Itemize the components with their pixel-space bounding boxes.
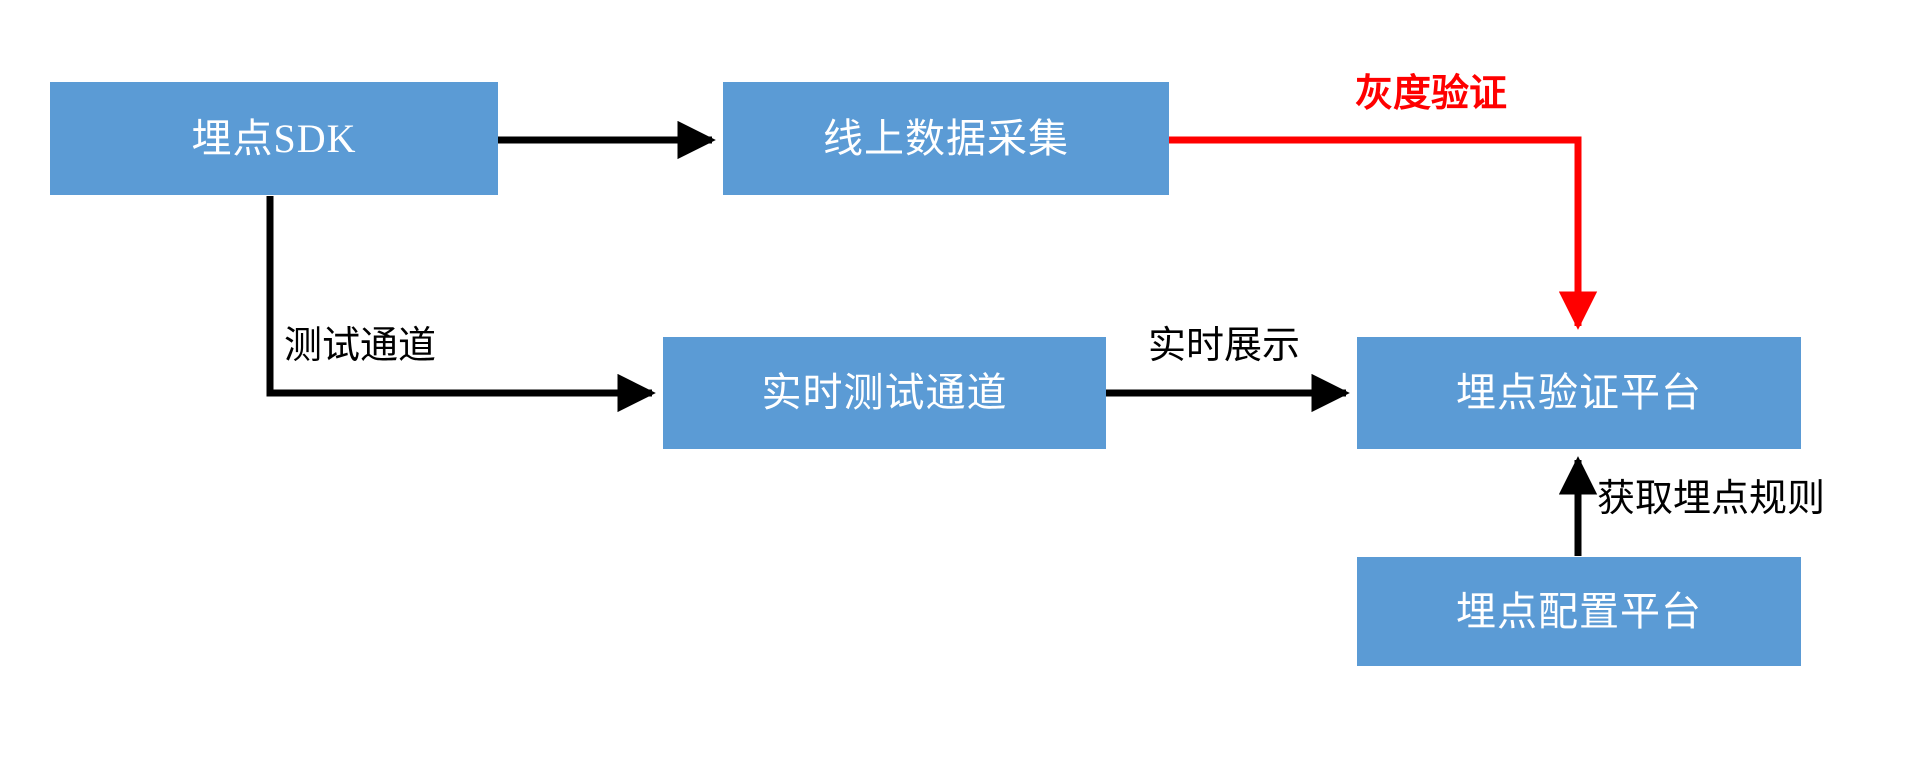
node-config-platform-label: 埋点配置平台 [1456, 588, 1702, 634]
node-online-collect-label: 线上数据采集 [823, 115, 1069, 161]
node-sdk[interactable]: 埋点SDK [50, 82, 498, 195]
edge-label-fetch-rules: 获取埋点规则 [1597, 478, 1826, 520]
node-verify-platform[interactable]: 埋点验证平台 [1357, 337, 1801, 449]
edge-sdk-to-realtime-test [266, 196, 656, 413]
node-realtime-test-label: 实时测试通道 [761, 370, 1008, 415]
node-sdk-label: 埋点SDK [191, 115, 357, 161]
edge-online-collect-to-verify [1169, 136, 1598, 330]
node-online-collect[interactable]: 线上数据采集 [723, 82, 1169, 195]
edge-label-test-channel: 测试通道 [284, 325, 437, 367]
node-verify-platform-label: 埋点验证平台 [1456, 370, 1702, 415]
edge-label-realtime-show: 实时展示 [1148, 325, 1301, 367]
node-realtime-test[interactable]: 实时测试通道 [663, 337, 1106, 449]
node-config-platform[interactable]: 埋点配置平台 [1357, 557, 1801, 666]
edge-label-gray-verify: 灰度验证 [1355, 73, 1508, 115]
